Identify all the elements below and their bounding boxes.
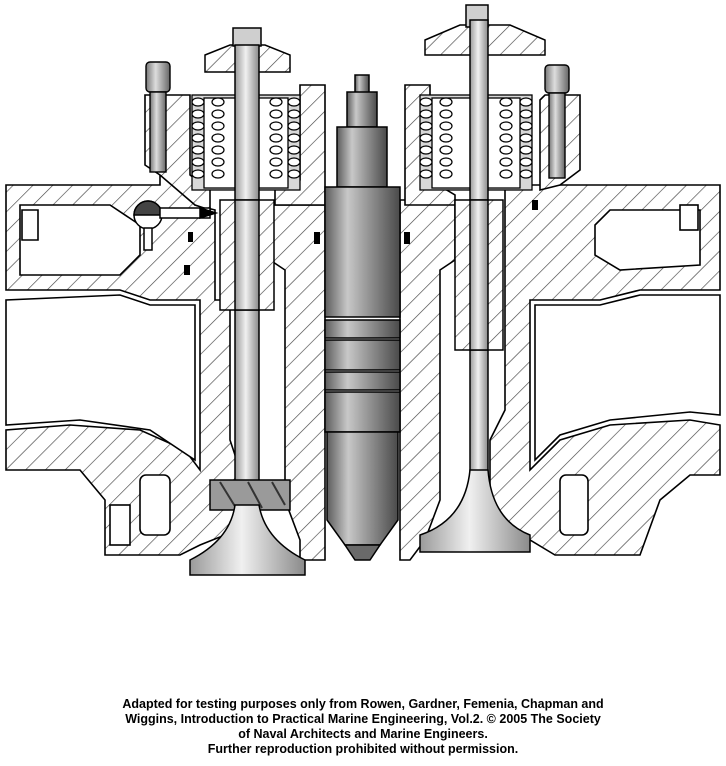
spring-coil	[519, 121, 533, 131]
spring-coil	[519, 133, 533, 143]
spring-coil	[419, 169, 433, 179]
spring-coil	[287, 157, 301, 167]
caption-line-3: of Naval Architects and Marine Engineers…	[238, 727, 488, 741]
seal-rings	[184, 200, 538, 275]
spring-coil	[211, 121, 225, 131]
spring-coil	[439, 97, 453, 107]
spring-coil	[191, 169, 205, 179]
spring-coil	[287, 169, 301, 179]
spring-coil	[419, 145, 433, 155]
spring-coil	[519, 97, 533, 107]
spring-coil	[439, 145, 453, 155]
spring-coil	[287, 133, 301, 143]
spring-coil	[499, 157, 513, 167]
spring-coil	[191, 133, 205, 143]
spring-coil	[269, 157, 283, 167]
right-head-bolt	[544, 64, 570, 179]
fuel-injector	[324, 74, 401, 561]
spring-coil	[211, 169, 225, 179]
spring-coil	[269, 97, 283, 107]
spring-coil	[419, 133, 433, 143]
spring-coil	[269, 133, 283, 143]
right-intake-valve	[419, 4, 546, 553]
caption-line-2: Wiggins, Introduction to Practical Marin…	[125, 712, 601, 726]
left-spring-coils	[191, 97, 301, 179]
caption-line-1: Adapted for testing purposes only from R…	[122, 697, 604, 711]
spring-coil	[419, 97, 433, 107]
spring-coil	[211, 109, 225, 119]
copyright-caption: Adapted for testing purposes only from R…	[0, 697, 726, 757]
spring-coil	[191, 121, 205, 131]
spring-coil	[439, 169, 453, 179]
spring-coil	[439, 157, 453, 167]
spring-coil	[191, 97, 205, 107]
cylinder-head-cross-section	[5, 4, 721, 576]
caption-line-4: Further reproduction prohibited without …	[207, 742, 519, 756]
spring-coil	[211, 97, 225, 107]
spring-coil	[519, 169, 533, 179]
spring-coil	[439, 121, 453, 131]
spring-coil	[211, 133, 225, 143]
spring-coil	[439, 109, 453, 119]
spring-coil	[287, 121, 301, 131]
spring-coil	[211, 145, 225, 155]
left-head-bolt	[145, 61, 171, 173]
spring-coil	[419, 157, 433, 167]
spring-coil	[499, 97, 513, 107]
spring-coil	[269, 169, 283, 179]
cylinder-head-body	[5, 174, 721, 561]
spring-coil	[191, 157, 205, 167]
spring-coil	[287, 145, 301, 155]
spring-coil	[519, 109, 533, 119]
spring-coil	[269, 121, 283, 131]
spring-coil	[519, 157, 533, 167]
oil-port	[133, 200, 219, 251]
spring-coil	[499, 169, 513, 179]
spring-coil	[419, 109, 433, 119]
spring-coil	[211, 157, 225, 167]
valve-spinner	[209, 479, 291, 511]
spring-coil	[269, 109, 283, 119]
spring-coil	[499, 121, 513, 131]
spring-coil	[499, 109, 513, 119]
spring-coil	[419, 121, 433, 131]
spring-coil	[499, 145, 513, 155]
spring-coil	[269, 145, 283, 155]
spring-coil	[519, 145, 533, 155]
spring-coil	[191, 109, 205, 119]
spring-coil	[439, 133, 453, 143]
left-exhaust-valve	[189, 27, 306, 576]
right-spring-coils	[419, 97, 533, 179]
spring-coil	[191, 145, 205, 155]
spring-coil	[287, 97, 301, 107]
spring-coil	[499, 133, 513, 143]
spring-coil	[287, 109, 301, 119]
